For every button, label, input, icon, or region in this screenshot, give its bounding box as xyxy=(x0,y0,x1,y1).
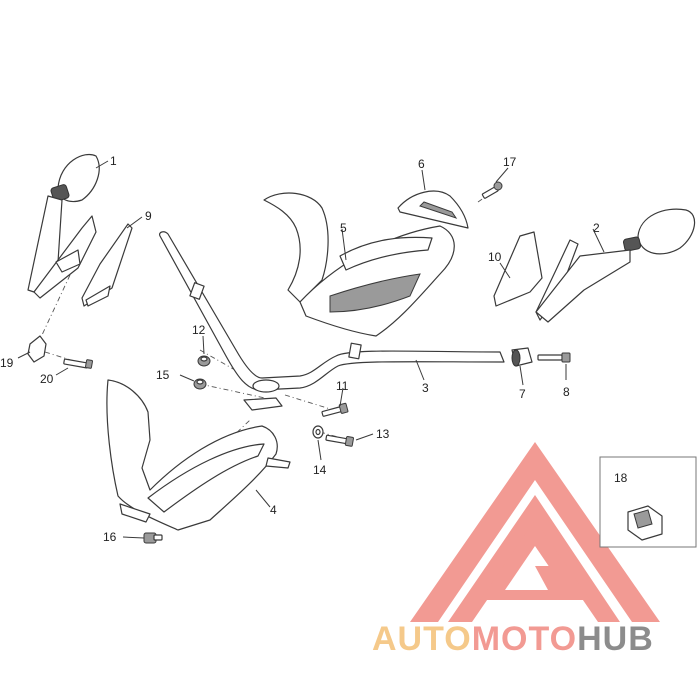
callout-4: 4 xyxy=(270,503,277,517)
callout-6: 6 xyxy=(418,157,425,171)
callout-labels: 1 2 3 4 5 6 7 8 9 10 11 12 13 14 15 16 1… xyxy=(0,154,628,544)
callout-11: 11 xyxy=(336,379,349,393)
bolt-11 xyxy=(321,402,349,417)
callout-7: 7 xyxy=(519,387,526,401)
handlebar xyxy=(159,231,505,411)
callout-14: 14 xyxy=(313,463,327,477)
callout-3: 3 xyxy=(422,381,429,395)
right-mirror xyxy=(535,208,696,323)
leader-lines xyxy=(17,160,605,539)
svg-text:AUTOMOTOHUB: AUTOMOTOHUB xyxy=(372,620,654,658)
screw-20 xyxy=(63,358,93,369)
bolt-13 xyxy=(325,434,354,447)
nut-15 xyxy=(193,378,207,390)
callout-2: 2 xyxy=(593,221,600,235)
front-handlebar-cover xyxy=(263,192,455,337)
right-small-cover xyxy=(493,231,543,307)
bolt-8 xyxy=(537,352,571,363)
left-small-cover xyxy=(81,223,133,307)
callout-8: 8 xyxy=(563,385,570,399)
callout-18: 18 xyxy=(614,471,628,485)
part-18-inset xyxy=(599,456,697,548)
washer-14 xyxy=(312,425,324,439)
callout-1: 1 xyxy=(110,154,117,168)
callout-12: 12 xyxy=(192,323,206,337)
callout-17: 17 xyxy=(503,155,517,169)
bolt-16 xyxy=(143,532,163,544)
left-mirror xyxy=(27,154,100,299)
watermark-auto: AUTO xyxy=(372,620,472,658)
small-cover xyxy=(397,190,469,229)
callout-10: 10 xyxy=(488,250,502,264)
clip-nut xyxy=(27,335,47,363)
callout-19: 19 xyxy=(0,356,14,370)
watermark-hub: HUB xyxy=(577,620,654,658)
callout-15: 15 xyxy=(156,368,170,382)
callout-5: 5 xyxy=(340,221,347,235)
bar-end-cap xyxy=(511,347,533,367)
lower-handlebar-cover xyxy=(106,379,291,531)
watermark-logo xyxy=(410,442,660,622)
watermark-moto: MOTO xyxy=(472,620,577,658)
callout-16: 16 xyxy=(103,530,117,544)
screw-17 xyxy=(481,181,503,199)
watermark-text: AUTOMOTOHUB xyxy=(372,620,654,658)
callout-13: 13 xyxy=(376,427,390,441)
callout-20: 20 xyxy=(40,372,54,386)
nut-12 xyxy=(197,355,211,367)
callout-9: 9 xyxy=(145,209,152,223)
